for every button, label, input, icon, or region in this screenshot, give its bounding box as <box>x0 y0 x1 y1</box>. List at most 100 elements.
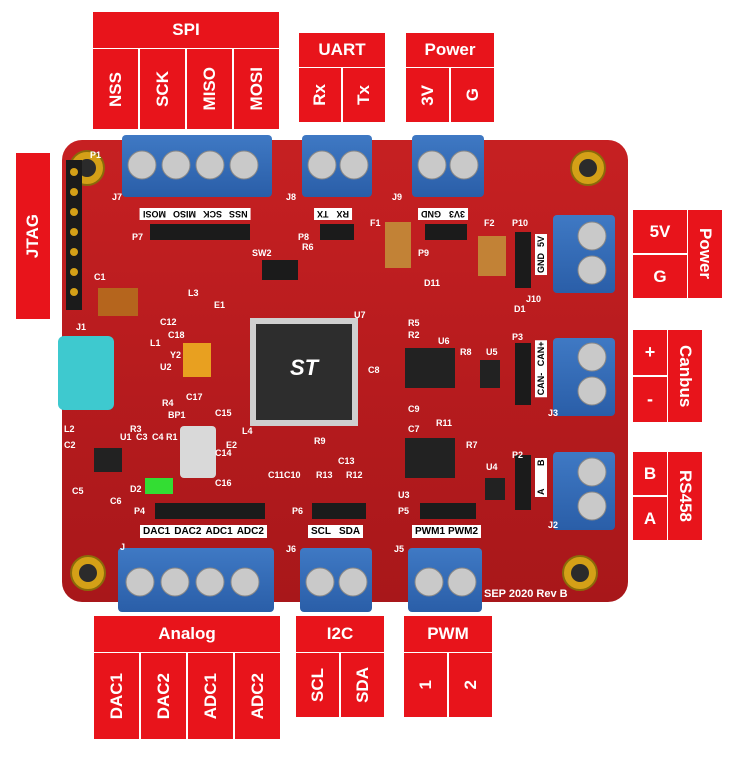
spi-pins: NSS SCK MISO MOSI <box>93 49 279 129</box>
pwm-pins: 1 2 <box>404 653 492 717</box>
rs458-pin-b: B <box>633 452 667 497</box>
designator-c5: C5 <box>72 486 84 496</box>
designator-p2: P2 <box>512 450 524 460</box>
mcu-logo: ST <box>289 355 319 380</box>
designator-c10: C10 <box>284 470 301 480</box>
pwm-pin-1: 1 <box>404 653 447 717</box>
pwm-title: PWM <box>404 616 492 652</box>
power-top-title: Power <box>406 33 494 67</box>
designator-f2: F2 <box>484 218 495 228</box>
designator-j8: J8 <box>286 192 297 202</box>
terminal-block-analog <box>118 548 274 612</box>
designator-d2: D2 <box>130 484 142 494</box>
designator-j10: J10 <box>526 294 542 304</box>
designator-p1: P1 <box>90 150 102 160</box>
fuse-f2 <box>478 236 506 276</box>
terminal-block-uart <box>302 135 372 197</box>
designator-r11: R11 <box>436 418 453 428</box>
ic-u4 <box>485 478 505 500</box>
designator-r3: R3 <box>130 424 142 434</box>
silk-nss: NSS <box>229 209 248 219</box>
silk-5v-p10: 5V <box>536 236 546 248</box>
designator-e2: E2 <box>226 440 238 450</box>
button-bp1 <box>180 426 216 478</box>
designator-f1: F1 <box>370 218 381 228</box>
analog-pins: DAC1 DAC2 ADC1 ADC2 <box>94 653 280 739</box>
mounting-hole <box>70 555 106 591</box>
designator-c18: C18 <box>168 330 185 340</box>
i2c-pin-scl: SCL <box>296 653 339 717</box>
silk-sck: SCK <box>203 209 223 219</box>
designator-p5: P5 <box>398 506 410 516</box>
designator-p7: P7 <box>132 232 144 242</box>
uart-pin-rx: Rx <box>299 68 341 122</box>
power-right-pins: 5V G <box>633 210 687 298</box>
designator-c2: C2 <box>64 440 76 450</box>
designator-u5: U5 <box>486 347 498 357</box>
designator-c12: C12 <box>160 317 177 327</box>
silk-3v3: 3V3 <box>449 209 466 219</box>
designator-r12: R12 <box>346 470 363 480</box>
pin-header-i2c <box>312 503 366 519</box>
spi-pin-nss: NSS <box>93 49 138 129</box>
designator-r7: R7 <box>466 440 478 450</box>
power-top-pins: 3V G <box>406 68 494 122</box>
designator-j7: J7 <box>112 192 123 202</box>
silk-can-plus: CAN+ <box>536 342 546 367</box>
power-top-pin-3v: 3V <box>406 68 449 122</box>
designator-j3: J3 <box>548 408 559 418</box>
designator-p4: P4 <box>134 506 146 516</box>
mounting-hole-center <box>78 159 96 177</box>
ic-u5 <box>480 360 500 388</box>
pin-header-uart <box>320 224 354 240</box>
capacitor-c1 <box>98 288 138 316</box>
pin-header-power <box>425 224 467 240</box>
i2c-title: I2C <box>296 616 384 652</box>
rs458-pins: B A <box>633 452 667 540</box>
silk-uart-header: RX TX <box>314 208 353 220</box>
designator-p3: P3 <box>512 332 524 342</box>
designator-r13: R13 <box>316 470 333 480</box>
designator-p8: P8 <box>298 232 310 242</box>
designator-j: J <box>120 542 126 552</box>
designator-r6: R6 <box>302 242 314 252</box>
designator-c6: C6 <box>110 496 122 506</box>
analog-title: Analog <box>94 616 280 652</box>
designator-c16: C16 <box>215 478 232 488</box>
silk-adc2: ADC2 <box>236 526 264 537</box>
terminal-block-power <box>412 135 484 197</box>
terminal-block-5v <box>553 215 615 293</box>
canbus-title: Canbus <box>668 330 702 422</box>
silk-mosi: MOSI <box>143 209 167 219</box>
analog-pin-dac1: DAC1 <box>94 653 139 739</box>
pwm-pin-2: 2 <box>447 653 492 717</box>
silk-sda: SDA <box>339 526 361 537</box>
silk-scl: SCL <box>311 526 331 537</box>
rs458-title: RS458 <box>668 452 702 540</box>
designator-sw2: SW2 <box>252 248 272 258</box>
silk-spi-header: NSS SCK MISO MOSI <box>140 208 251 220</box>
designator-d1: D1 <box>514 304 526 314</box>
designator-c11: C11 <box>268 470 285 480</box>
uart-pins: Rx Tx <box>299 68 385 122</box>
ic-u3 <box>405 438 455 478</box>
power-top-pin-g: G <box>449 68 494 122</box>
designator-c13: C13 <box>338 456 355 466</box>
silk-p3: CAN- CAN+ <box>535 340 547 398</box>
terminal-block-rs485 <box>553 452 615 530</box>
spi-title: SPI <box>93 12 279 48</box>
designator-r9: R9 <box>314 436 326 446</box>
designator-c8: C8 <box>368 365 380 375</box>
silk-a: A <box>536 488 546 496</box>
mounting-hole <box>562 555 598 591</box>
silk-gnd: GND <box>421 209 441 219</box>
uart-title: UART <box>299 33 385 67</box>
designator-r5: R5 <box>408 318 420 328</box>
silk-rx: RX <box>336 209 350 219</box>
jtag-pins <box>70 168 78 296</box>
pin-header-p2 <box>515 455 531 510</box>
switch-sw2 <box>262 260 298 280</box>
mcu-chip <box>256 324 352 420</box>
analog-pin-dac2: DAC2 <box>139 653 186 739</box>
